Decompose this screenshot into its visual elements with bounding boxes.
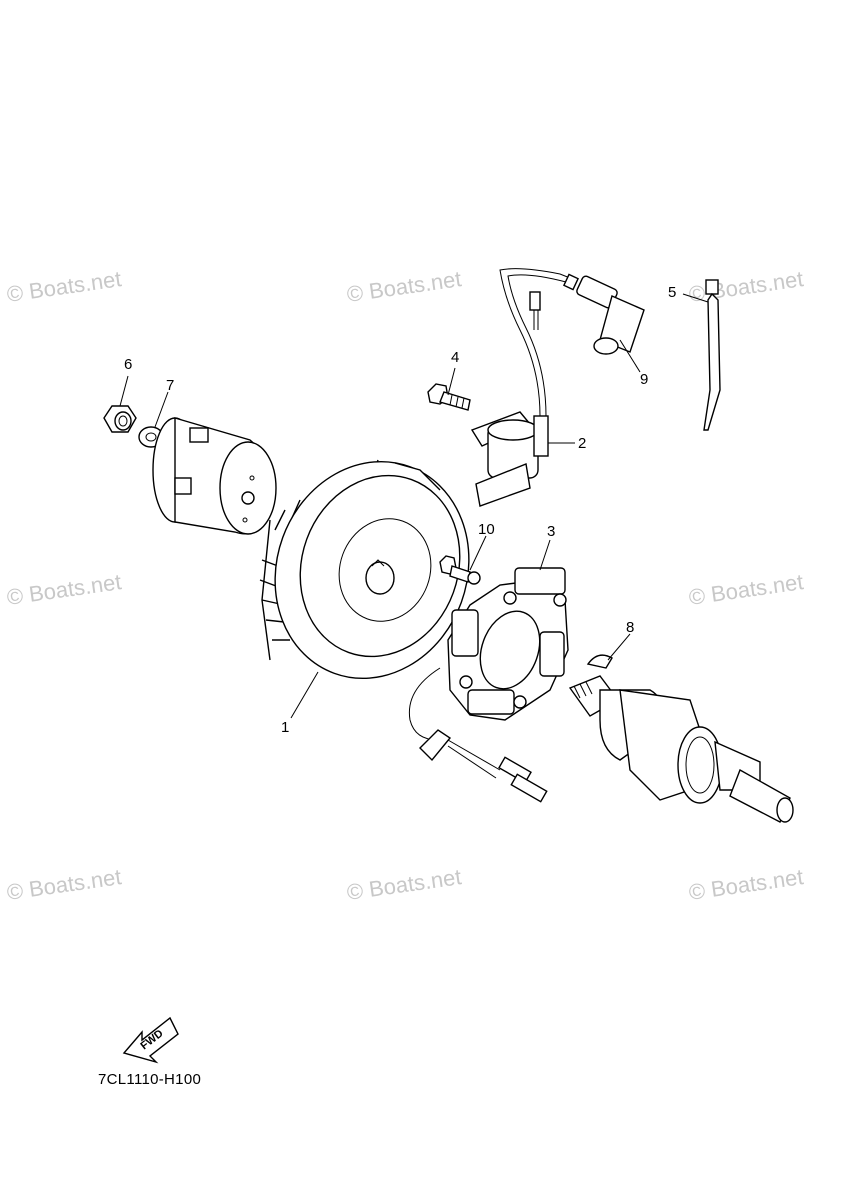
watermark: © Boats.net	[345, 266, 463, 307]
starter-pulley-part	[152, 417, 277, 535]
watermark: © Boats.net	[345, 864, 463, 905]
spark-plug-cap-part	[563, 273, 645, 355]
crankshaft-part	[568, 675, 794, 823]
bolt-part	[427, 383, 471, 411]
watermark: © Boats.net	[687, 864, 805, 905]
callout-1: 1	[281, 719, 289, 736]
stator-part	[408, 567, 569, 803]
callout-3: 3	[547, 523, 555, 540]
fwd-arrow-icon: FWD	[122, 1016, 179, 1064]
callout-8: 8	[626, 619, 634, 636]
callout-6: 6	[124, 356, 132, 373]
callout-2: 2	[578, 435, 586, 452]
callout-10: 10	[478, 521, 495, 538]
callout-9: 9	[640, 371, 648, 388]
flywheel-part	[259, 459, 470, 680]
cable-tie-part	[703, 279, 721, 431]
callout-7: 7	[166, 377, 174, 394]
ignition-coil-part	[470, 268, 576, 507]
callouts: 6 7 4 2 5 9 10 3 8 1	[124, 284, 676, 736]
watermark: © Boats.net	[5, 864, 123, 905]
screw-part	[439, 555, 481, 585]
watermark: © Boats.net	[687, 569, 805, 610]
callout-4: 4	[451, 349, 459, 366]
diagram-code: 7CL1110-H100	[98, 1071, 202, 1088]
leader-lines	[119, 293, 709, 719]
woodruff-key-part	[586, 654, 613, 669]
watermark: © Boats.net	[5, 266, 123, 307]
watermark: © Boats.net	[5, 569, 123, 610]
nut-part	[103, 405, 137, 433]
callout-5: 5	[668, 284, 676, 301]
